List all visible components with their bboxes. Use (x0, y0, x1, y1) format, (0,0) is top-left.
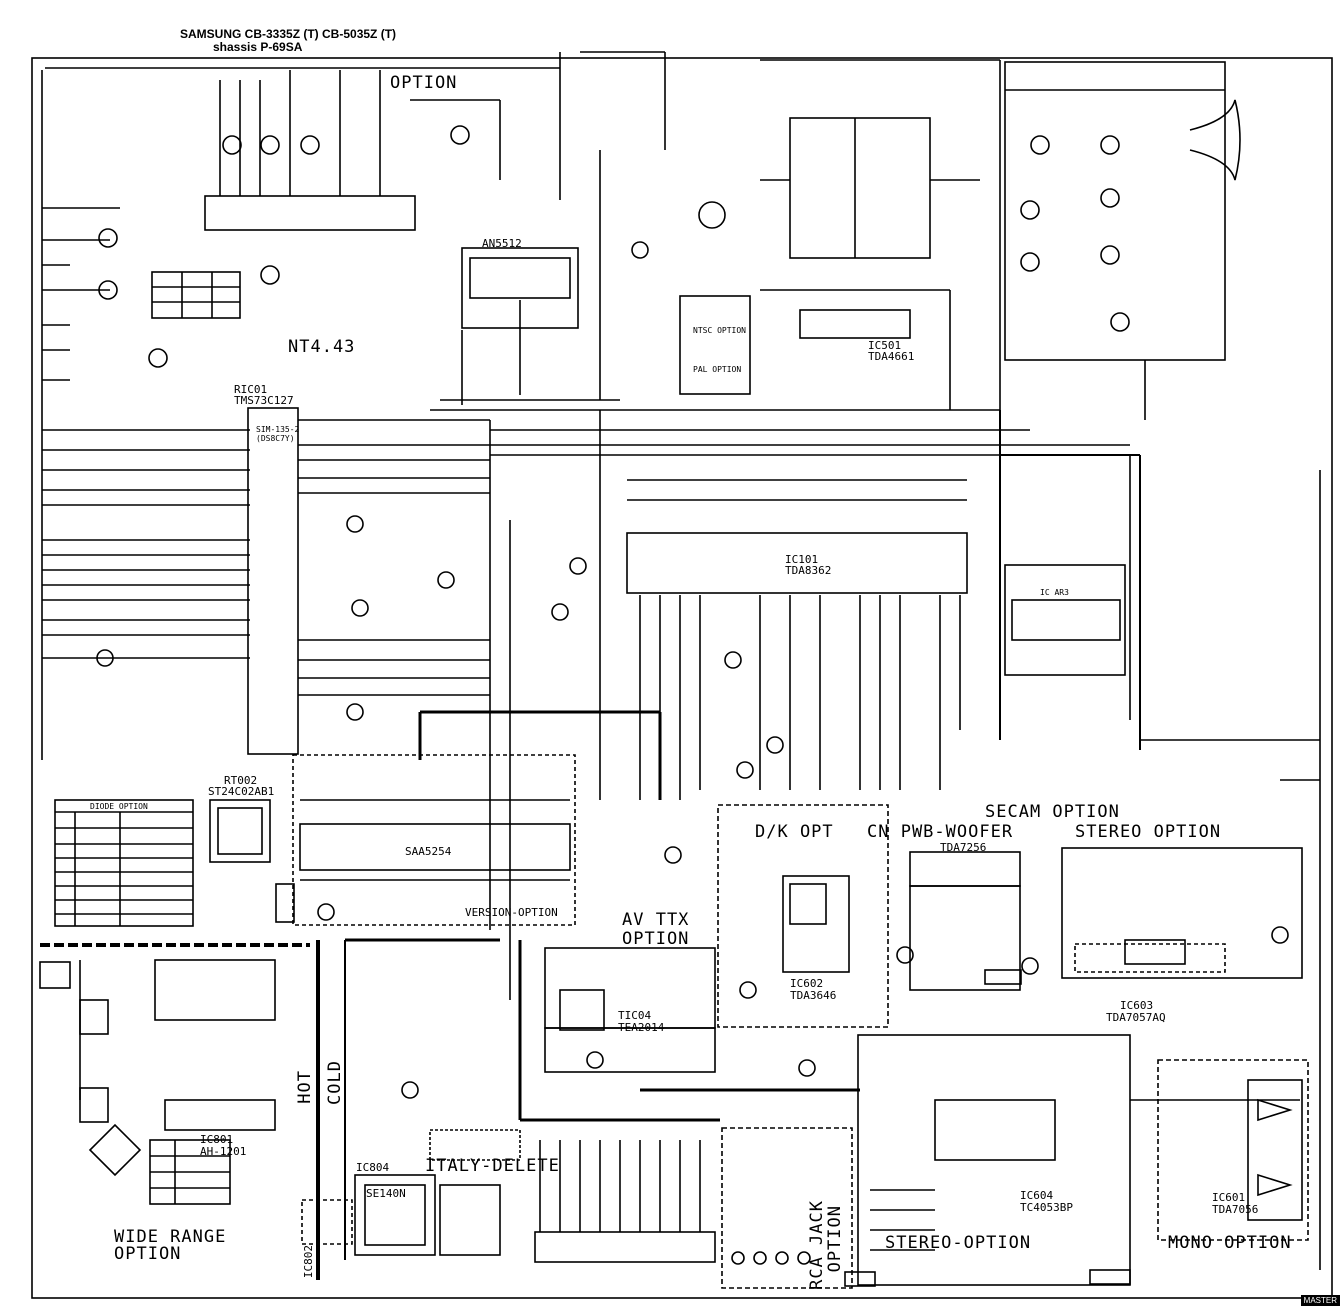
tc4053-label: TC4053BP (1020, 1201, 1073, 1214)
ic501-label: IC501 (868, 339, 902, 352)
italy-delete-label: ITALY-DELETE (425, 1156, 560, 1176)
option-label-top: OPTION (390, 73, 458, 93)
pal-option-label: PAL OPTION (693, 365, 742, 374)
saa5254-label: SAA5254 (405, 845, 452, 858)
tms-label: TMS73C127 (234, 394, 294, 407)
tda7057aq-label: TDA7057AQ (1106, 1011, 1166, 1024)
ntsc-option-label: NTSC OPTION (693, 326, 746, 335)
ic804-label: IC804 (356, 1161, 390, 1174)
dk-opt-label: D/K OPT (755, 822, 834, 842)
sim-label: SIM-135-2 (256, 425, 300, 434)
wide-range-label: WIDE RANGE (114, 1227, 227, 1247)
ic801-label: IC801 (200, 1133, 234, 1146)
tic04-label: TIC04 (618, 1009, 652, 1022)
ic603-label: IC603 (1120, 999, 1154, 1012)
st24c02-label: ST24C02AB1 (208, 785, 275, 798)
tda4661-label: TDA4661 (868, 350, 915, 363)
secam-option-label: SECAM OPTION (985, 802, 1120, 822)
chassis-title: shassis P-69SA (213, 40, 303, 54)
ic601-label: IC601 (1212, 1191, 1246, 1204)
rt002-label: RT002 (224, 774, 258, 787)
ic802-label: IC802 (302, 1245, 315, 1279)
tea2014-label: TEA2014 (618, 1021, 665, 1034)
hot-label: HOT (295, 1070, 315, 1104)
model-title: SAMSUNG CB-3335Z (T) CB-5035Z (T) (180, 27, 397, 41)
ric01-label: RIC01 (234, 383, 268, 396)
nt443-label: NT4.43 (288, 337, 356, 357)
ic101-label: IC101 (785, 553, 819, 566)
ic602-label: IC602 (790, 977, 824, 990)
stereo-option-bottom-label: STEREO-OPTION (885, 1233, 1032, 1253)
rca-jack-label: RCA JACK (807, 1200, 827, 1290)
cn-woofer-label: CN PWB-WOOFER (867, 822, 1014, 842)
stereo-option-top-label: STEREO OPTION (1075, 822, 1222, 842)
tda3646-label: TDA3646 (790, 989, 837, 1002)
ic604-label: IC604 (1020, 1189, 1054, 1202)
ah1201-label: AH-1201 (200, 1145, 247, 1158)
master-tag: MASTER (1300, 1295, 1340, 1306)
av-ttx-option-label: OPTION (622, 929, 690, 949)
secam-ic-label: IC AR3 (1040, 588, 1069, 597)
cold-label: COLD (325, 1060, 345, 1105)
mono-option-label: MONO OPTION (1168, 1233, 1292, 1253)
an5512-label: AN5512 (482, 237, 522, 250)
tda7056-label: TDA7056 (1212, 1203, 1259, 1216)
tda7256-label: TDA7256 (940, 841, 987, 854)
version-option-label: VERSION-OPTION (465, 906, 558, 919)
tda8362-label: TDA8362 (785, 564, 832, 577)
rca-option-label: OPTION (825, 1205, 845, 1273)
se140n-label: SE140N (366, 1187, 406, 1200)
sim-sub-label: (DS8C7Y) (256, 434, 295, 443)
wide-range-option-label: OPTION (114, 1244, 182, 1264)
av-ttx-label: AV TTX (622, 910, 690, 930)
diode-option-label: DIODE OPTION (90, 802, 148, 811)
